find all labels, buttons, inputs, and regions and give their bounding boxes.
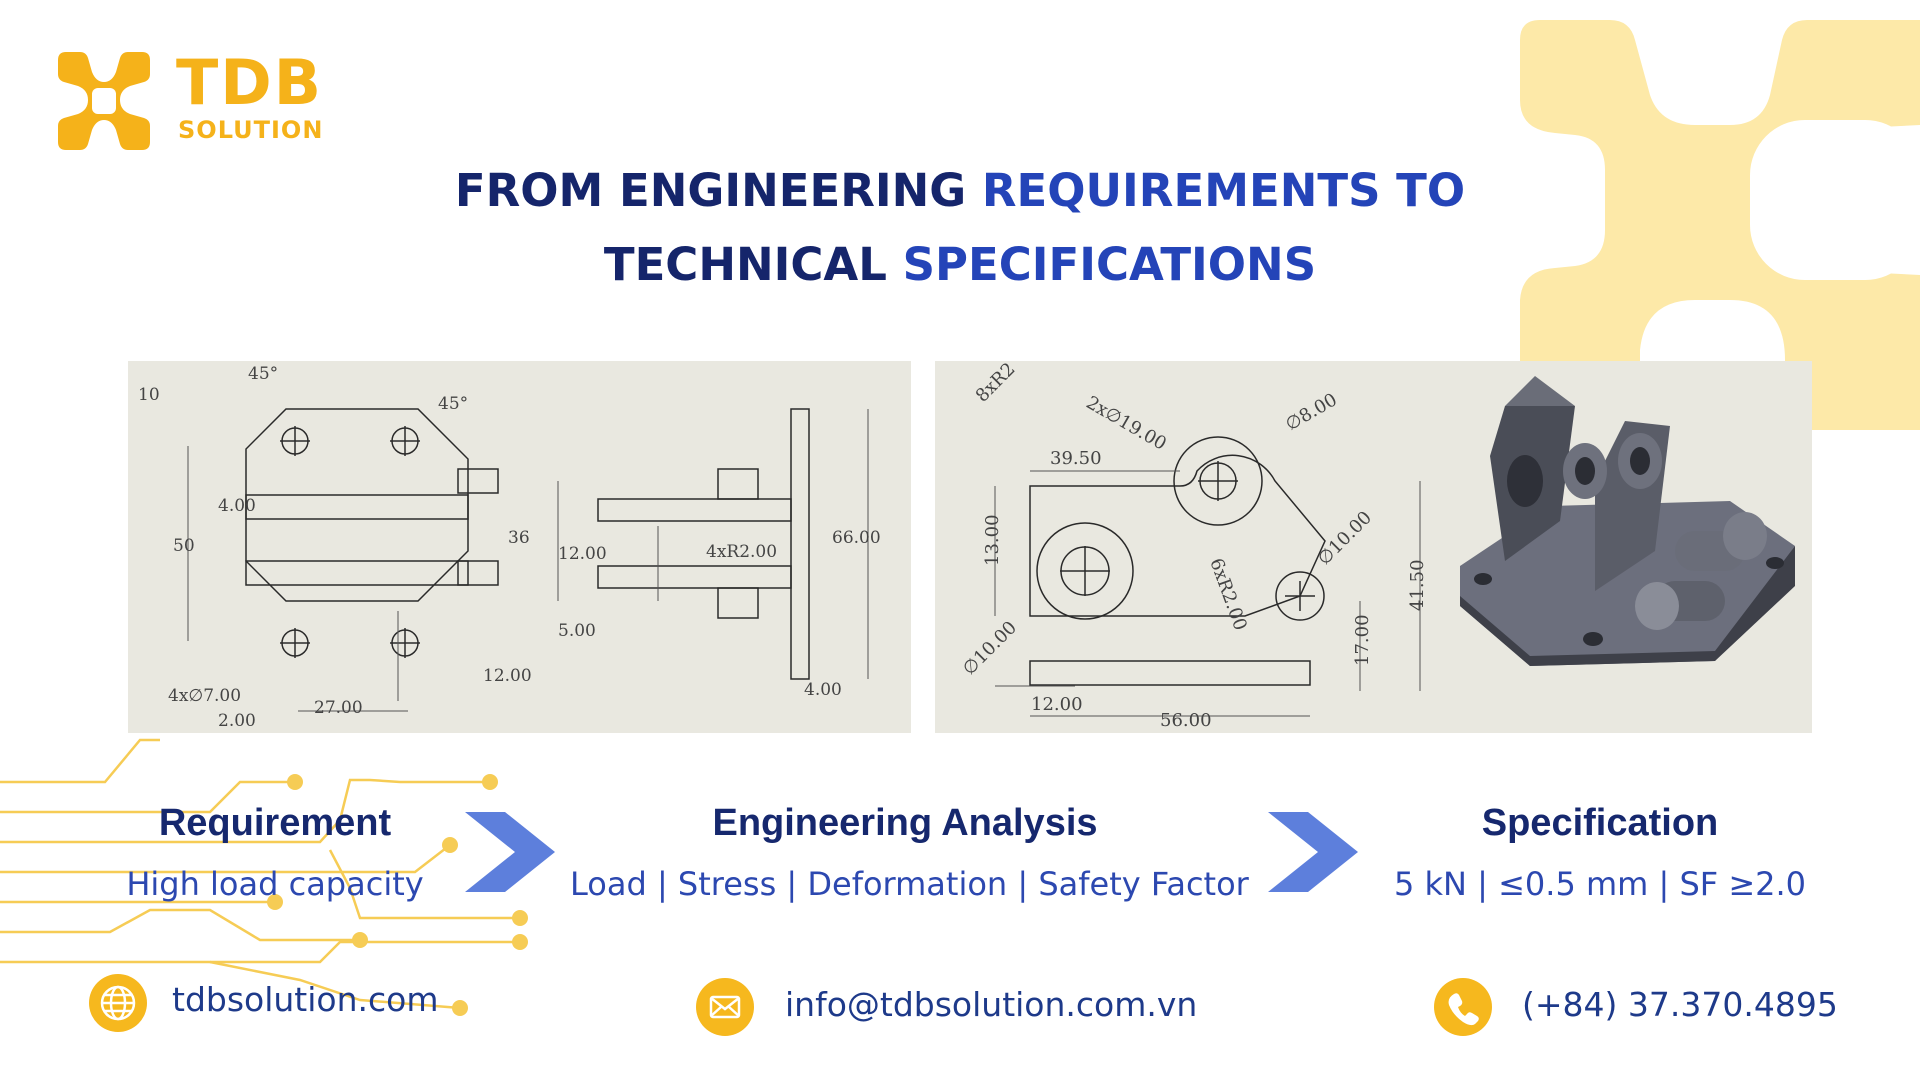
phone-link[interactable]: (+84) 37.370.4895: [1522, 985, 1838, 1024]
dim-label: 12.00: [1031, 694, 1083, 715]
title-part-2: REQUIREMENTS TO: [981, 164, 1466, 217]
phone-icon: [1434, 978, 1492, 1036]
dim-label: 56.00: [1160, 710, 1212, 731]
dim-label: 5.00: [558, 621, 596, 641]
dim-label: 45°: [438, 394, 468, 414]
title-part-4: SPECIFICATIONS: [902, 238, 1317, 291]
dim-label: 2.00: [218, 711, 256, 731]
envelope-icon: [696, 978, 754, 1036]
technical-drawing-right: 8xR2 2x∅19.00 ∅8.00 39.50 13.00 41.50 6x…: [935, 359, 1812, 733]
flow-requirement-heading: Requirement: [158, 802, 392, 844]
page-title-line-2: TECHNICAL SPECIFICATIONS: [0, 242, 1920, 287]
dim-label: 13.00: [982, 514, 1003, 566]
dim-label: 4.00: [804, 680, 842, 700]
flow-requirement-text: High load capacity: [126, 865, 424, 903]
email-link[interactable]: info@tdbsolution.com.vn: [785, 985, 1198, 1024]
flow-analysis-heading: Engineering Analysis: [712, 802, 1098, 844]
flow-specification-heading: Specification: [1481, 802, 1719, 844]
chevron-right-icon: [1268, 812, 1358, 892]
dim-label: 4.00: [218, 496, 256, 516]
dim-label: 10: [138, 385, 160, 405]
brand-name: TDB: [176, 46, 324, 119]
dim-label: ∅10.00: [959, 617, 1021, 679]
decorative-circuit-lines: [0, 738, 528, 1016]
dim-label: 4xR2.00: [706, 542, 777, 562]
dim-label: 12.00: [483, 666, 532, 686]
drawing-left-svg: 10 45° 45° 50 4.00 36 4x∅7.00 2.00 27.00…: [138, 364, 881, 731]
page-title-line-1: FROM ENGINEERING REQUIREMENTS TO: [0, 168, 1920, 213]
dim-label: 6xR2.00: [1205, 556, 1250, 634]
dim-label: 41.50: [1407, 559, 1428, 611]
dim-label: 66.00: [832, 528, 881, 548]
dim-label: 50: [173, 536, 195, 556]
dim-label: 45°: [248, 364, 278, 384]
flow-analysis-text: Load | Stress | Deformation | Safety Fac…: [570, 865, 1249, 903]
technical-drawing-left: 10 45° 45° 50 4.00 36 4x∅7.00 2.00 27.00…: [128, 361, 911, 733]
flow-specification-text: 5 kN | ≤0.5 mm | SF ≥2.0: [1393, 865, 1807, 903]
dim-label: 27.00: [314, 698, 363, 718]
dim-label: ∅8.00: [1282, 389, 1341, 435]
chevron-right-icon: [465, 812, 555, 892]
title-part-1: FROM ENGINEERING: [454, 164, 967, 217]
dim-label: 4x∅7.00: [168, 686, 241, 706]
brand-logo-icon: [58, 52, 150, 150]
dim-label: 12.00: [558, 544, 607, 564]
drawing-right-svg: 8xR2 2x∅19.00 ∅8.00 39.50 13.00 41.50 6x…: [959, 359, 1795, 731]
globe-icon: [89, 974, 147, 1032]
brand-tagline: SOLUTION: [178, 116, 324, 144]
bracket-3d-render: [1460, 376, 1795, 666]
dim-label: 2x∅19.00: [1083, 392, 1170, 455]
decorative-logo-shape: [1520, 20, 1920, 430]
title-part-3: TECHNICAL: [603, 238, 887, 291]
dim-label: 36: [508, 528, 530, 548]
dim-label: 17.00: [1352, 614, 1373, 666]
website-link[interactable]: tdbsolution.com: [172, 980, 439, 1019]
dim-label: 8xR2: [972, 361, 1020, 407]
dim-label: 39.50: [1050, 448, 1102, 469]
